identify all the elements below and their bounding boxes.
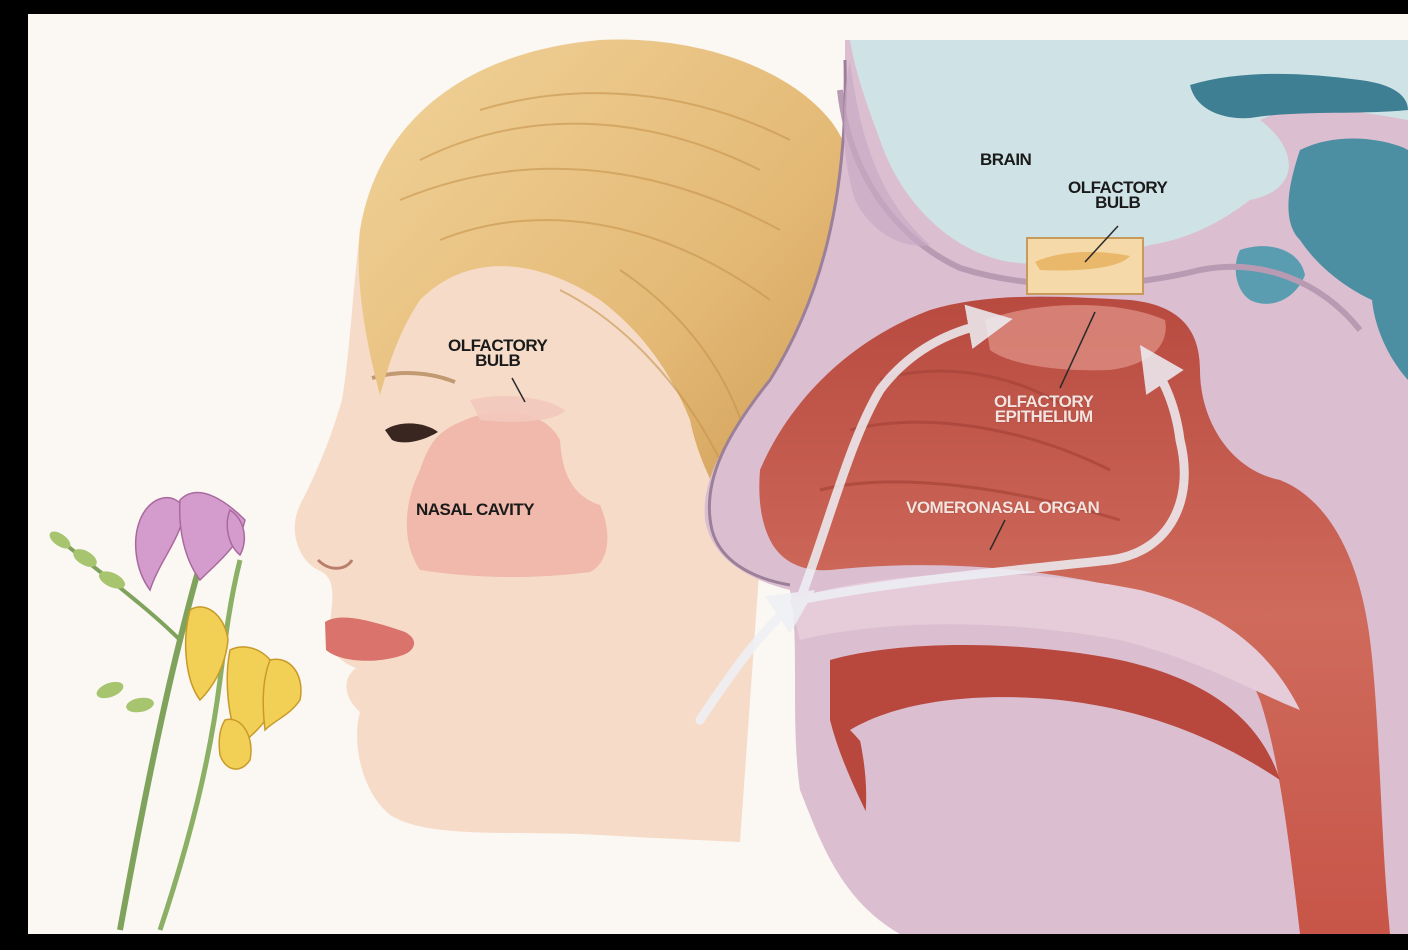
label-olfactory-bulb-section: OLFACTORY BULB xyxy=(1068,180,1167,210)
label-nasal-cavity: NASAL CAVITY xyxy=(416,502,534,517)
label-brain: BRAIN xyxy=(980,152,1031,167)
label-olfactory-bulb-face: OLFACTORY BULB xyxy=(448,338,547,368)
label-olfactory-epithelium: OLFACTORY EPITHELIUM xyxy=(994,394,1093,424)
label-olfactory-epithelium-line2: EPITHELIUM xyxy=(994,409,1093,424)
label-olfactory-bulb-section-line2: BULB xyxy=(1068,195,1167,210)
label-olfactory-bulb-face-line2: BULB xyxy=(448,353,547,368)
label-vomeronasal-organ: VOMERONASAL ORGAN xyxy=(906,500,1099,515)
